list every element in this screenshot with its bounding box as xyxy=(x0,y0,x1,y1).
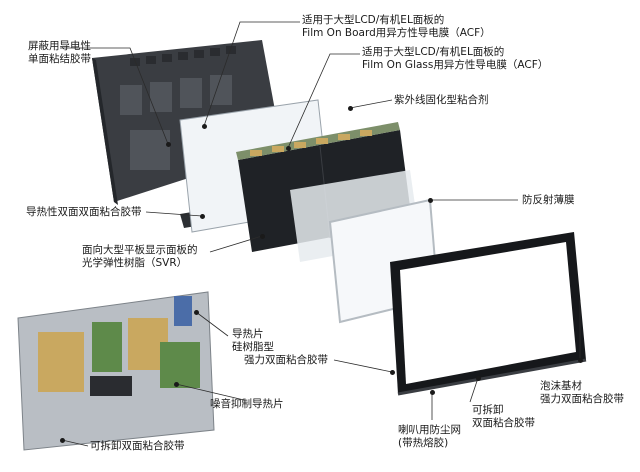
label-thermal-tape: 导热性双面双面粘合胶带 xyxy=(26,206,142,218)
label-strong-tape: 强力双面粘合胶带 xyxy=(244,354,328,366)
dot-foam xyxy=(578,358,583,363)
dot-shield xyxy=(166,142,171,147)
label-antireflection: 防反射薄膜 xyxy=(522,194,575,206)
dot-thermal xyxy=(200,214,205,219)
label-foam-tape: 泡沫基材强力双面粘合胶带 xyxy=(540,380,624,405)
label-removable-tape: 可拆卸双面粘合胶带 xyxy=(472,404,535,429)
dot-thermal-silicone xyxy=(194,310,199,315)
label-noise-sheet: 噪音抑制导热片 xyxy=(210,398,284,410)
label-shield-tape: 屏蔽用导电性单面粘结胶带 xyxy=(28,40,91,65)
dot-acf-glass xyxy=(286,146,291,151)
dot-removable-left xyxy=(60,438,65,443)
label-svr: 面向大型平板显示面板的光学弹性树脂（SVR） xyxy=(82,244,198,269)
dot-acf-board xyxy=(202,124,207,129)
pcb-board xyxy=(17,291,215,451)
label-thermal-silicone: 导热片硅树脂型 xyxy=(232,328,274,353)
dot-removable xyxy=(476,376,481,381)
front-bezel xyxy=(390,232,587,396)
label-uv-adhesive: 紫外线固化型粘合剂 xyxy=(394,94,489,106)
dot-antireflection xyxy=(428,198,433,203)
dot-speaker xyxy=(430,390,435,395)
dot-uv xyxy=(348,106,353,111)
dot-strong xyxy=(390,370,395,375)
dot-noise xyxy=(174,382,179,387)
label-speaker-mesh: 喇叭用防尘网(带热熔胶) xyxy=(398,424,461,449)
label-removable-left: 可拆卸双面粘合胶带 xyxy=(90,440,185,452)
leader-lines xyxy=(60,21,581,447)
dot-svr xyxy=(260,234,265,239)
